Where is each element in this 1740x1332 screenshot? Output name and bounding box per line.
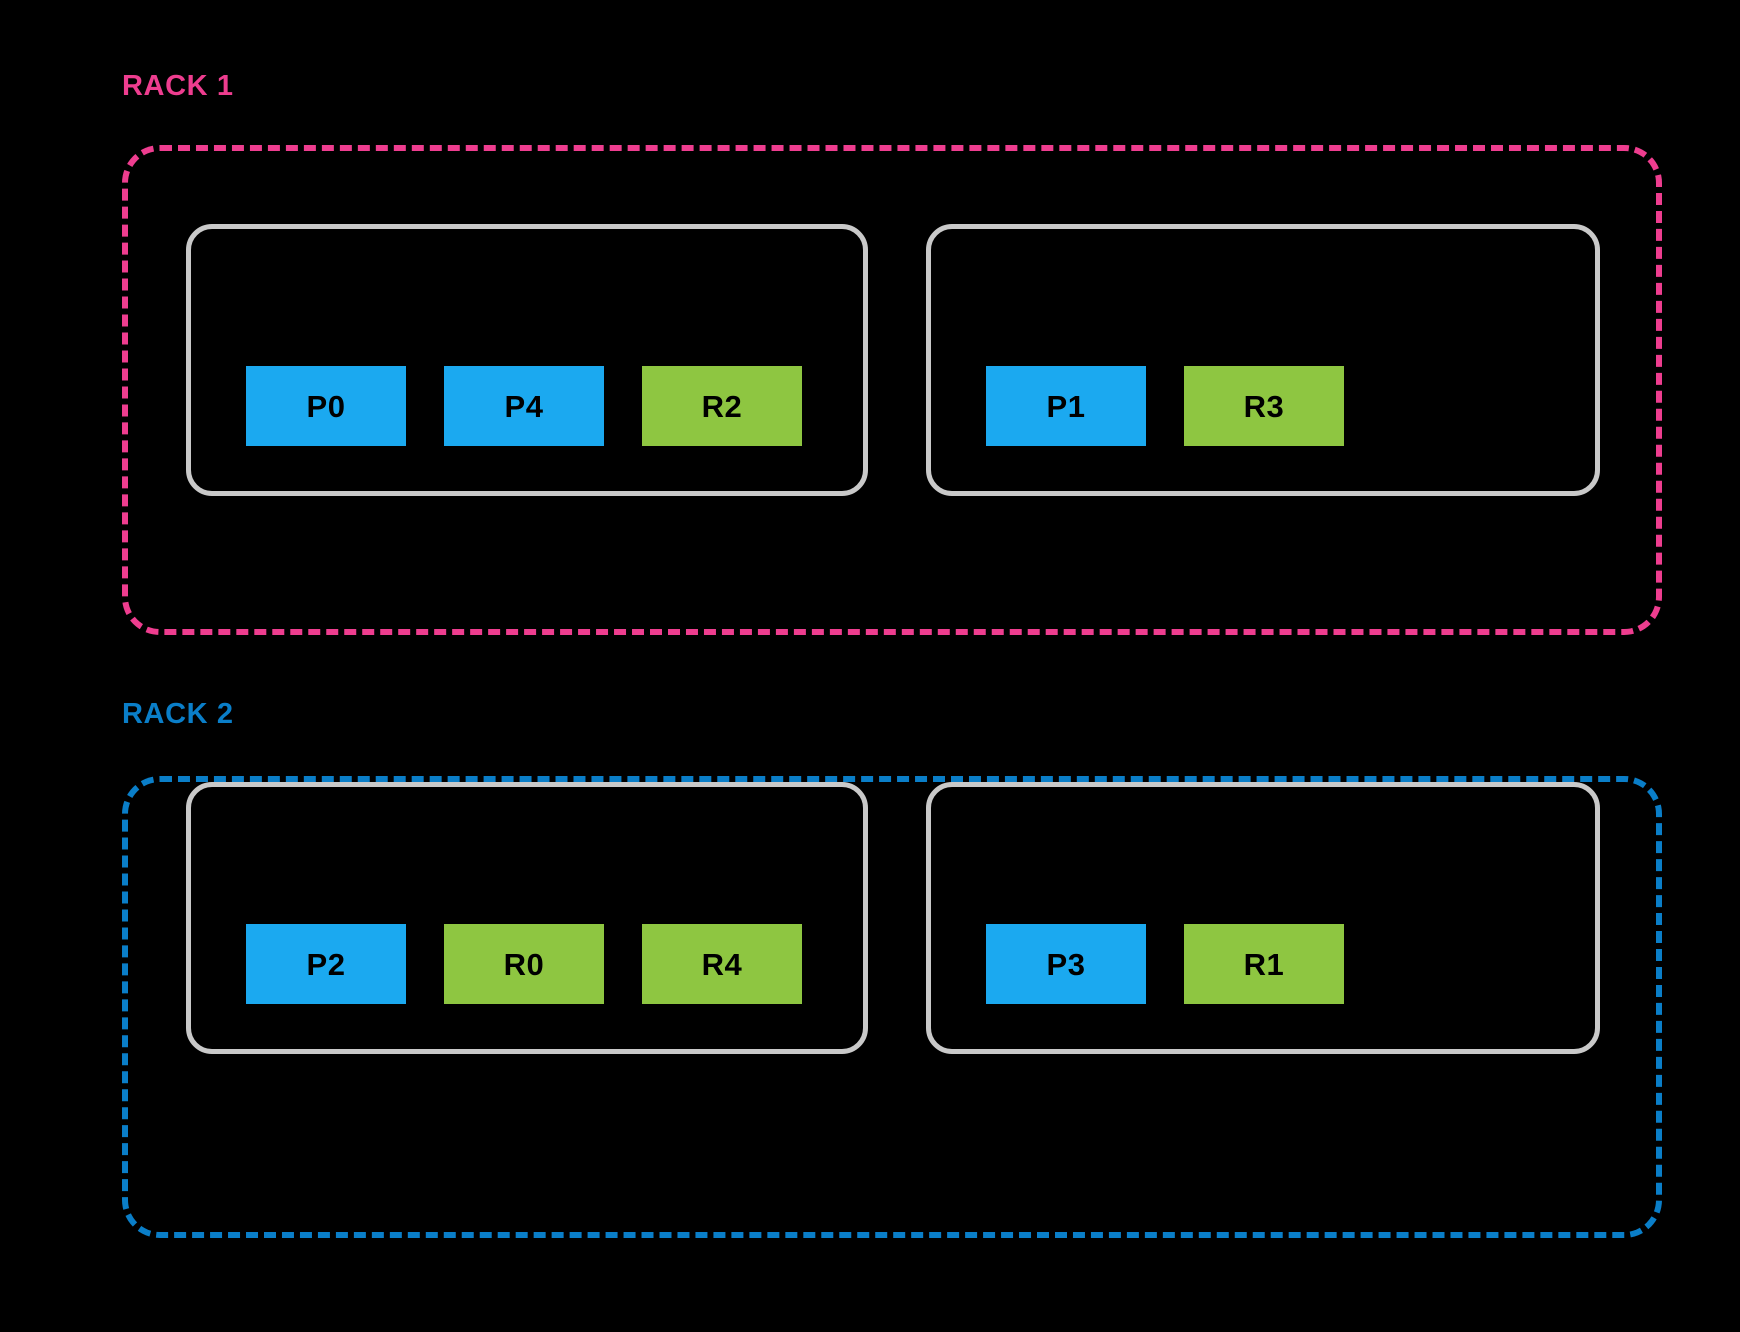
node-box-3[interactable]: P2 R0 R4 [186,782,868,1054]
rack-boundary-2 [122,776,1662,1238]
node-box-1[interactable]: P0 P4 R2 [186,224,868,496]
node-cell-row-1: P0 P4 R2 [191,366,863,446]
node-cell-row-2: P1 R3 [931,366,1595,446]
node-box-4[interactable]: P3 R1 [926,782,1600,1054]
node-cell-row-4: P3 R1 [931,924,1595,1004]
cell-p0[interactable]: P0 [246,366,406,446]
rack-label-2: RACK 2 [122,698,234,730]
cell-r4[interactable]: R4 [642,924,802,1004]
cell-p4[interactable]: P4 [444,366,604,446]
cell-r2[interactable]: R2 [642,366,802,446]
rack-boundary-1 [122,145,1662,635]
node-box-2[interactable]: P1 R3 [926,224,1600,496]
node-cell-row-3: P2 R0 R4 [191,924,863,1004]
cell-r3[interactable]: R3 [1184,366,1344,446]
cell-p3[interactable]: P3 [986,924,1146,1004]
cell-r1[interactable]: R1 [1184,924,1344,1004]
cell-p1[interactable]: P1 [986,366,1146,446]
rack-label-1: RACK 1 [122,70,234,102]
cell-p2[interactable]: P2 [246,924,406,1004]
cell-r0[interactable]: R0 [444,924,604,1004]
